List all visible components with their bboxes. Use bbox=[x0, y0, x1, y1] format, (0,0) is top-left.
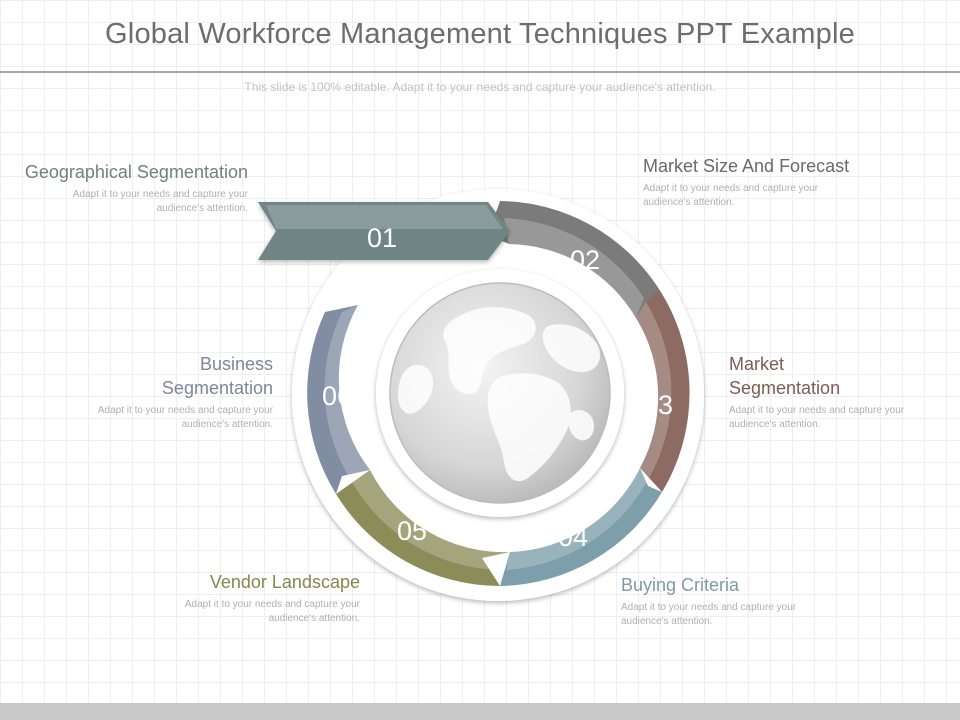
segment-06 bbox=[307, 305, 370, 494]
step-number-04: 04 bbox=[558, 522, 588, 552]
segment-04 bbox=[500, 468, 662, 586]
footer-bar bbox=[0, 703, 960, 720]
segment-group bbox=[307, 201, 690, 587]
segment-03 bbox=[636, 289, 690, 492]
step-title-04: Buying Criteria bbox=[621, 575, 740, 595]
step-number-03: 03 bbox=[643, 390, 673, 420]
step-desc-02: Adapt it to your needs and capture your … bbox=[643, 183, 819, 208]
segment-02 bbox=[488, 201, 659, 318]
step-number-02: 02 bbox=[570, 245, 600, 275]
step-desc-06: Adapt it to your needs and capture your … bbox=[97, 405, 273, 430]
segment-04-highlight bbox=[506, 468, 648, 570]
step-label-01: Geographical Segmentation Adapt it to yo… bbox=[8, 160, 248, 216]
slide-subtitle: This slide is 100% editable. Adapt it to… bbox=[244, 80, 716, 94]
step-title-03: Market Segmentation bbox=[729, 354, 841, 398]
globe-icon bbox=[389, 282, 611, 504]
segment-05 bbox=[336, 470, 510, 587]
step-title-01: Geographical Segmentation bbox=[24, 162, 248, 182]
step-title-06: Business Segmentation bbox=[161, 354, 273, 398]
segment-01-highlight bbox=[266, 205, 503, 229]
segment-05-highlight bbox=[352, 470, 510, 570]
slide-title: Global Workforce Management Techniques P… bbox=[105, 18, 855, 50]
step-title-02: Market Size And Forecast bbox=[643, 156, 850, 176]
segment-01-arrow bbox=[258, 202, 510, 260]
segment-03-highlight bbox=[636, 302, 672, 480]
step-desc-05: Adapt it to your needs and capture your … bbox=[184, 599, 360, 624]
title-divider bbox=[0, 71, 960, 73]
step-label-04: Buying Criteria Adapt it to your needs a… bbox=[621, 573, 851, 629]
step-number-01: 01 bbox=[367, 223, 397, 253]
step-label-03: Market Segmentation Adapt it to your nee… bbox=[729, 352, 951, 432]
step-label-02: Market Size And Forecast Adapt it to you… bbox=[643, 154, 873, 210]
step-desc-01: Adapt it to your needs and capture your … bbox=[72, 189, 248, 214]
step-number-06: 06 bbox=[322, 381, 352, 411]
segment-02-highlight bbox=[504, 218, 644, 318]
step-label-06: Business Segmentation Adapt it to your n… bbox=[33, 352, 273, 432]
step-title-05: Vendor Landscape bbox=[209, 572, 360, 592]
step-label-05: Vendor Landscape Adapt it to your needs … bbox=[120, 570, 360, 626]
step-desc-03: Adapt it to your needs and capture your … bbox=[729, 405, 905, 430]
step-number-05: 05 bbox=[397, 516, 427, 546]
step-desc-04: Adapt it to your needs and capture your … bbox=[621, 602, 797, 627]
segment-06-highlight bbox=[324, 305, 370, 482]
